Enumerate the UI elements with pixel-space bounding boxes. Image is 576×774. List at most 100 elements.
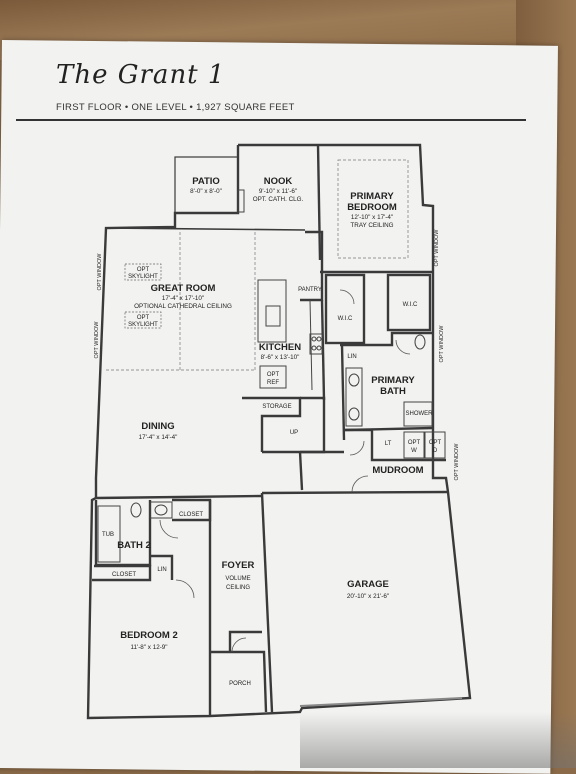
- lin-bath-label: LIN: [347, 354, 356, 360]
- wall: [340, 344, 346, 441]
- garage-label: GARAGE: [347, 579, 389, 590]
- opt-window-label: OPT WINDOW: [439, 325, 445, 363]
- door-swing: [231, 637, 247, 653]
- nook-dim: 9'-10" x 11'-6": [259, 188, 297, 195]
- opt-ref-label: OPT: [267, 372, 280, 378]
- opt-washer-label: W: [411, 448, 417, 454]
- laundry-wall: [344, 428, 446, 462]
- door-swing: [395, 339, 411, 355]
- burner: [316, 336, 322, 342]
- door-swing: [339, 289, 355, 305]
- primary-bedroom-note: TRAY CEILING: [350, 222, 393, 229]
- wic-left-label: W.I.C: [338, 316, 353, 322]
- counter: [309, 299, 313, 391]
- wic-right-wall: [386, 273, 432, 332]
- dining-dim: 17'-4" x 14'-4": [139, 434, 178, 441]
- patio-outline: [174, 156, 239, 214]
- great-room-label: GREAT ROOM: [151, 283, 216, 294]
- fridge-space: [259, 365, 287, 389]
- lin-wall: [150, 554, 174, 580]
- opt-dryer-label: OPT: [429, 440, 442, 446]
- wic-left-wall: [324, 273, 366, 345]
- bedroom2-label: BEDROOM 2: [120, 630, 178, 641]
- skylight-label: SKYLIGHT: [128, 322, 158, 328]
- burner: [311, 336, 317, 342]
- bath-fixtures: [97, 334, 446, 563]
- porch-wall: [228, 630, 262, 652]
- garage-wall: [260, 492, 274, 713]
- great-room-note: OPTIONAL CATHEDRAL CEILING: [134, 303, 232, 310]
- toilet: [414, 334, 426, 350]
- laundry-tub-label: LT: [385, 441, 392, 447]
- shower-stall: [403, 401, 433, 427]
- bath2-label: BATH 2: [117, 540, 151, 551]
- plan-subtitle: FIRST FLOOR • ONE LEVEL • 1,927 SQUARE F…: [56, 102, 295, 113]
- wall: [316, 144, 322, 261]
- garage-door: [299, 697, 463, 707]
- tub-label: TUB: [102, 532, 114, 538]
- opt-washer-label: OPT: [408, 440, 421, 446]
- door-swing: [175, 579, 195, 599]
- washer: [403, 431, 425, 459]
- storage-label: STORAGE: [262, 404, 291, 410]
- primary-bedroom-label-2: BEDROOM: [347, 202, 397, 213]
- dryer: [424, 431, 446, 459]
- primary-bath-label: PRIMARY: [371, 375, 415, 386]
- tray-ceiling: [337, 159, 409, 259]
- range: [309, 333, 323, 355]
- burner: [316, 345, 322, 351]
- toilet: [130, 502, 142, 518]
- sink: [348, 373, 360, 387]
- pantry-label: PANTRY: [298, 287, 322, 293]
- shower-label: SHOWER: [406, 411, 434, 417]
- kitchen-label: KITCHEN: [259, 342, 301, 353]
- opt-window-label: OPT WINDOW: [97, 253, 103, 291]
- bedroom2-dim: 11'-8" x 12-9": [130, 644, 167, 651]
- foyer-label: FOYER: [222, 560, 255, 571]
- skylight-box: [124, 263, 162, 281]
- dining-label: DINING: [141, 421, 174, 432]
- sink: [348, 407, 360, 421]
- foyer-note-2: CEILING: [226, 585, 250, 591]
- primary-bedroom-label: PRIMARY: [350, 191, 394, 202]
- pantry-wall: [300, 230, 324, 302]
- patio-door: [237, 189, 245, 213]
- header-rule: [16, 119, 526, 121]
- opt-window-label: OPT WINDOW: [454, 443, 460, 481]
- vanity: [149, 501, 173, 519]
- kitchen-island: [257, 279, 287, 343]
- doors: [159, 289, 411, 653]
- porch-wall: [210, 650, 268, 713]
- nook-note: OPT. CATH. CLG.: [253, 196, 304, 203]
- closet-bottom-label: CLOSET: [112, 572, 136, 578]
- closet-top-label: CLOSET: [179, 512, 203, 518]
- wall: [298, 451, 304, 491]
- door-swing: [159, 519, 179, 539]
- stairs-up-label: UP: [290, 430, 298, 436]
- wall: [105, 227, 306, 231]
- opt-window-label: OPT WINDOW: [434, 229, 440, 267]
- mudroom-label: MUDROOM: [372, 465, 423, 476]
- kitchen-dim: 8'-6" x 13'-10": [261, 354, 300, 361]
- wall: [95, 494, 263, 500]
- sink: [154, 504, 168, 516]
- primary-bath-label-2: BATH: [380, 386, 406, 397]
- wall: [320, 299, 326, 401]
- wic-right-label: W.I.C: [403, 302, 418, 308]
- porch-label: PORCH: [229, 681, 251, 687]
- door-swing: [349, 440, 365, 456]
- great-room-dim: 17'-4" x 17'-10": [162, 295, 204, 302]
- garage-dim: 20'-10" x 21'-6": [347, 593, 389, 600]
- sink: [265, 305, 281, 327]
- ceiling-lines: [106, 159, 409, 371]
- patio-dim: 8'-0" x 8'-0": [190, 188, 222, 195]
- primary-bedroom-dim: 12'-10" x 17'-4": [351, 214, 393, 221]
- patio-label: PATIO: [192, 176, 220, 187]
- kitchen-fixtures: [237, 189, 323, 391]
- shadow: [300, 712, 576, 768]
- opt-window-label: OPT WINDOW: [94, 321, 100, 359]
- skylight-label: OPT: [137, 315, 150, 321]
- nook-label: NOOK: [264, 176, 293, 187]
- bath-wall: [340, 331, 433, 347]
